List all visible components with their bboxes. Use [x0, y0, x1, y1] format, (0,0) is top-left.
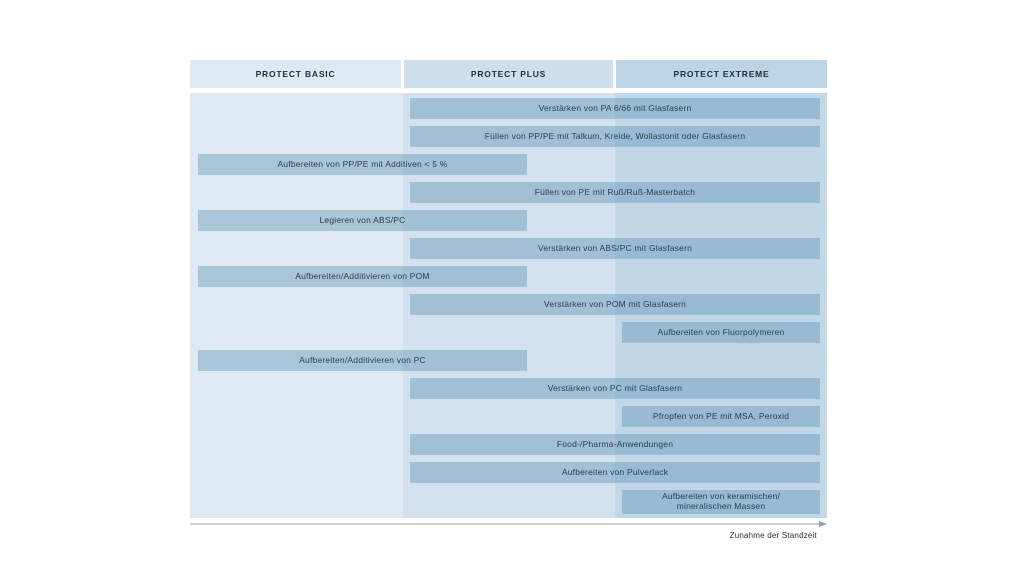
- chart-bar-label: Füllen von PE mit Ruß/Ruß-Masterbatch: [534, 186, 696, 197]
- chart-bar: Aufbereiten von PP/PE mit Additiven < 5 …: [198, 154, 527, 175]
- chart-bar: Aufbereiten/Additivieren von POM: [198, 266, 527, 287]
- chart-bar-label: Verstärken von ABS/PC mit Glasfasern: [537, 242, 693, 253]
- chart-bar: Aufbereiten von keramischen/ mineralisch…: [622, 490, 820, 514]
- chart-bar-label: Verstärken von POM mit Glasfasern: [543, 298, 687, 309]
- chart-bar: Aufbereiten/Additivieren von PC: [198, 350, 527, 371]
- chart-bar: Verstärken von POM mit Glasfasern: [410, 294, 820, 315]
- column-bg-protect-plus: [403, 93, 615, 518]
- chart-bar: Verstärken von PC mit Glasfasern: [410, 378, 820, 399]
- chart-bar: Aufbereiten von Pulverlack: [410, 462, 820, 483]
- x-axis-arrow: [190, 521, 827, 527]
- chart-bar-label: Aufbereiten/Additivieren von PC: [299, 354, 426, 365]
- column-bg-protect-basic: [190, 93, 403, 518]
- chart-bar: Legieren von ABS/PC: [198, 210, 527, 231]
- chart-bar: Füllen von PE mit Ruß/Ruß-Masterbatch: [410, 182, 820, 203]
- chart-bar: Verstärken von PA 6/66 mit Glasfasern: [410, 98, 820, 119]
- chart-bar: Aufbereiten von Fluorpolymeren: [622, 322, 820, 343]
- chart-bar-label: Verstärken von PC mit Glasfasern: [547, 382, 683, 393]
- standzeit-range-chart: PROTECT BASIC PROTECT PLUS PROTECT EXTRE…: [190, 60, 827, 555]
- column-bg-protect-extreme: [615, 93, 827, 518]
- chart-bar-label: Aufbereiten von PP/PE mit Additiven < 5 …: [277, 158, 448, 169]
- chart-bar-label: Legieren von ABS/PC: [319, 214, 406, 225]
- chart-bar-label: Food-/Pharma-Anwendungen: [556, 438, 674, 449]
- chart-bar: Füllen von PP/PE mit Talkum, Kreide, Wol…: [410, 126, 820, 147]
- chart-bar: Pfropfen von PE mit MSA, Peroxid: [622, 406, 820, 427]
- chart-bar-label: Verstärken von PA 6/66 mit Glasfasern: [538, 102, 692, 113]
- column-header-protect-basic: PROTECT BASIC: [190, 60, 401, 88]
- chart-bar: Verstärken von ABS/PC mit Glasfasern: [410, 238, 820, 259]
- x-axis-label: Zunahme der Standzeit: [729, 531, 817, 540]
- chart-bar-label: Aufbereiten von keramischen/ mineralisch…: [661, 491, 781, 511]
- chart-bar-label: Aufbereiten/Additivieren von POM: [295, 270, 430, 281]
- column-header-row: PROTECT BASIC PROTECT PLUS PROTECT EXTRE…: [190, 60, 827, 88]
- chart-bar-label: Aufbereiten von Fluorpolymeren: [657, 326, 785, 337]
- chart-bar-label: Füllen von PP/PE mit Talkum, Kreide, Wol…: [484, 130, 746, 141]
- column-header-protect-extreme: PROTECT EXTREME: [616, 60, 827, 88]
- chart-bar: Food-/Pharma-Anwendungen: [410, 434, 820, 455]
- chart-bar-label: Aufbereiten von Pulverlack: [561, 466, 669, 477]
- chart-bar-label: Pfropfen von PE mit MSA, Peroxid: [652, 410, 790, 421]
- column-header-protect-plus: PROTECT PLUS: [404, 60, 613, 88]
- chart-body: [190, 93, 827, 518]
